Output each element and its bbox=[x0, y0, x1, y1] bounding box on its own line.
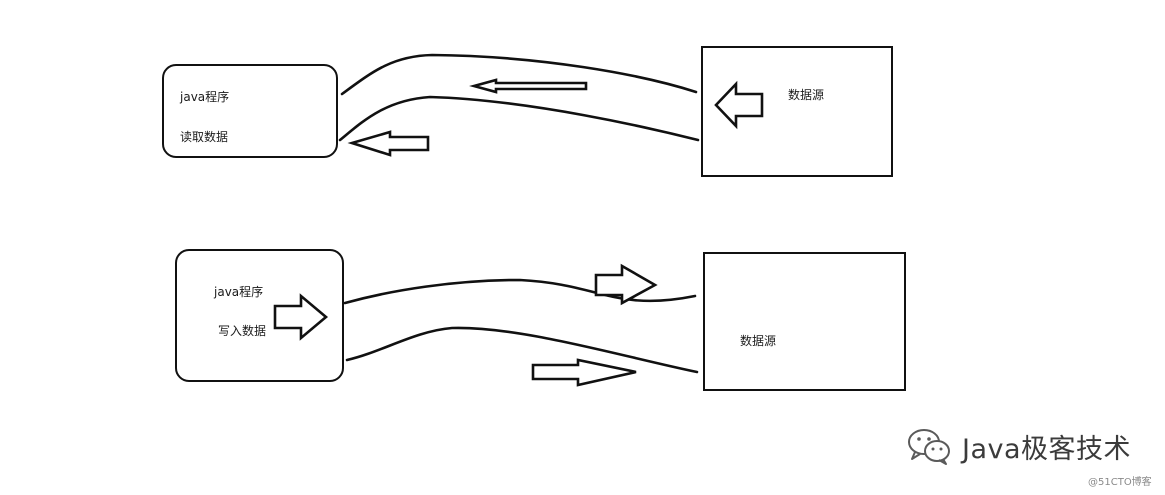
watermark-text: Java极客技术 bbox=[962, 433, 1132, 465]
left-arrow-in-pipe bbox=[469, 78, 588, 94]
left-arrow-to-program bbox=[347, 130, 430, 157]
data-source-box-top bbox=[701, 46, 893, 177]
input-stream-lower-edge bbox=[338, 95, 700, 142]
program-box-read bbox=[162, 64, 338, 158]
output-stream-lower-edge bbox=[345, 326, 699, 374]
input-stream-upper-edge bbox=[340, 53, 698, 96]
watermark: Java极客技术 bbox=[906, 426, 1131, 466]
program-title-write: java程序 bbox=[214, 285, 264, 299]
output-stream-upper-edge bbox=[343, 278, 697, 305]
program-title-read: java程序 bbox=[180, 90, 230, 104]
right-arrow-in-program bbox=[273, 293, 329, 341]
program-action-write: 写入数据 bbox=[218, 324, 267, 338]
program-box-write bbox=[175, 249, 344, 382]
source-credit: @51CTO博客 bbox=[1088, 477, 1152, 488]
right-arrow-upper-stream bbox=[594, 263, 658, 306]
data-source-label-bottom: 数据源 bbox=[740, 334, 777, 348]
program-action-read: 读取数据 bbox=[180, 130, 229, 144]
data-source-label-top: 数据源 bbox=[788, 88, 825, 102]
right-arrow-lower-stream bbox=[531, 358, 637, 387]
left-arrow-in-source bbox=[714, 80, 764, 130]
data-source-box-bottom bbox=[703, 252, 906, 391]
wechat-icon bbox=[908, 429, 950, 465]
